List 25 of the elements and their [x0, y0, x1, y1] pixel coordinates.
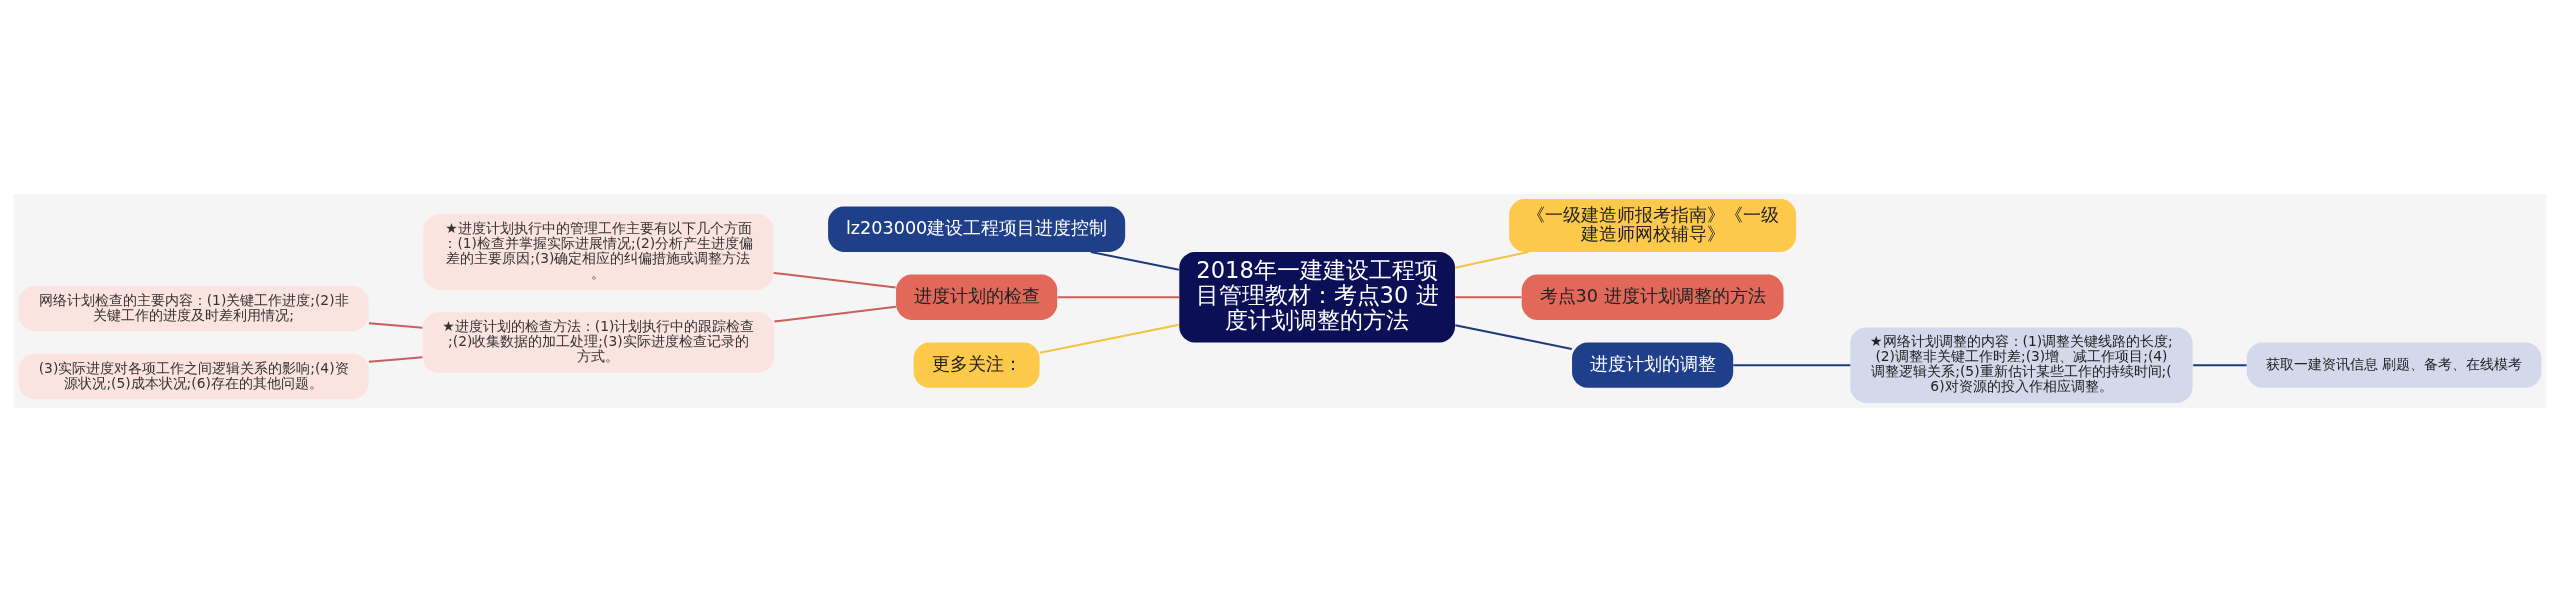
connector [1455, 324, 1572, 350]
connector [1039, 323, 1180, 354]
node-box: 获取一建资讯信息 刷题、备考、在线模考 [2246, 342, 2542, 388]
connector [1090, 251, 1180, 271]
node-box: lz203000建设工程项目进度控制 [828, 206, 1126, 252]
connector [1733, 364, 1851, 367]
node-box: ★进度计划执行中的管理工作主要有以下几个方面：(1)检查并掌握实际进展情况;(2)分析产生进度偏差的主要原因;(3)确定相应的纠偏措施或调整方法。 [423, 214, 774, 290]
node-box: 进度计划的检查 [896, 274, 1058, 320]
connector [368, 322, 423, 329]
node-box: 考点30 进度计划调整的方法 [1521, 274, 1784, 320]
node-box: 进度计划的调整 [1572, 342, 1734, 388]
node-box: 2018年一建建设工程项目管理教材：考点30 进度计划调整的方法 [1179, 251, 1455, 343]
connector [774, 305, 896, 323]
connector [1455, 296, 1522, 299]
node-box: 网络计划检查的主要内容：(1)关键工作进度;(2)非关键工作的进度及时差利用情况; [18, 285, 369, 332]
connector [368, 356, 423, 363]
connector [773, 271, 896, 289]
node-box: ★网络计划调整的内容：(1)调整关键线路的长度;(2)调整非关键工作时差;(3)增、减工作项目;(4)调整逻辑关系;(5)重新估计某些工作的持续时间;(6)对资源的投入作相应调整。 [1850, 327, 2193, 403]
node-box: ★进度计划的检查方法：(1)计划执行中的跟踪检查;(2)收集数据的加工处理;(3)实际进度检查记录的方式。 [422, 312, 774, 373]
connector [2193, 364, 2247, 367]
node-box: 更多关注： [913, 342, 1040, 388]
node-box: (3)实际进度对各项工作之间逻辑关系的影响;(4)资源状况;(5)成本状况;(6)存在的其他问题。 [18, 353, 369, 400]
connector [1057, 296, 1180, 299]
node-box: 《一级建造师报考指南》《一级建造师网校辅导》 [1509, 199, 1797, 252]
connector [1455, 251, 1529, 269]
